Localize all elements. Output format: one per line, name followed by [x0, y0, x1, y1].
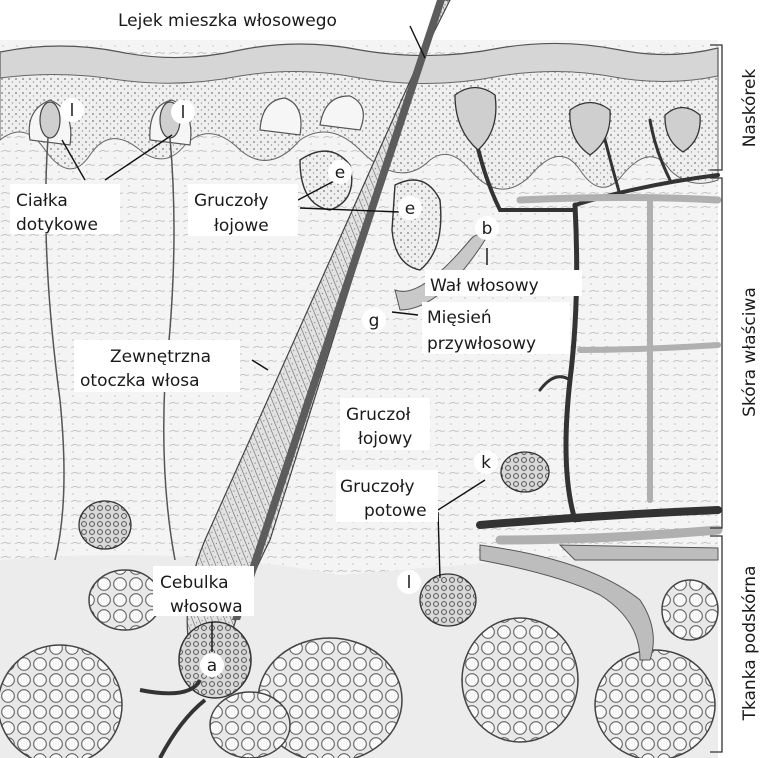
marker-l-left1: l — [70, 101, 75, 121]
marker-e-lower: e — [405, 199, 415, 219]
marker-b: b — [482, 219, 493, 239]
layer-label-tkanka-podskorna: Tkanka podskórna — [740, 566, 760, 722]
marker-a: a — [207, 656, 217, 676]
label-gruczoly-lojowe-line2: łojowe — [214, 216, 269, 236]
label-cialka-line1: Ciałka — [16, 191, 68, 211]
layer-label-naskorek: Naskórek — [740, 69, 760, 148]
label-gruczol-lojowy-line2: łojowy — [358, 429, 412, 449]
label-gruczoly-potowe-line2: potowe — [364, 501, 427, 521]
label-cebulka-line1: Cebulka — [160, 573, 229, 593]
label-lejek: Lejek mieszka włosowego — [118, 11, 337, 31]
label-miesien-line1: Mięsień — [427, 308, 492, 328]
marker-l-left2: l — [181, 103, 186, 123]
marker-l-bottom: l — [407, 573, 412, 593]
label-gruczoly-potowe-line1: Gruczoły — [340, 477, 415, 497]
label-cialka-line2: dotykowe — [16, 215, 98, 235]
marker-g: g — [369, 311, 380, 331]
label-gruczol-lojowy-line1: Gruczoł — [346, 405, 411, 425]
marker-k: k — [481, 453, 491, 473]
label-wal: Wał włosowy — [430, 276, 539, 296]
label-zewnetrzna-line1: Zewnętrzna — [110, 347, 211, 367]
marker-e-upper: e — [335, 163, 345, 183]
label-cebulka-line2: włosowa — [170, 597, 243, 617]
label-zewnetrzna-line2: otoczka włosa — [80, 371, 200, 391]
label-miesien-line2: przywłosowy — [427, 334, 536, 354]
layer-label-skora-wlasciwa: Skóra właściwa — [740, 287, 760, 417]
label-gruczoly-lojowe-line1: Gruczoły — [194, 191, 269, 211]
